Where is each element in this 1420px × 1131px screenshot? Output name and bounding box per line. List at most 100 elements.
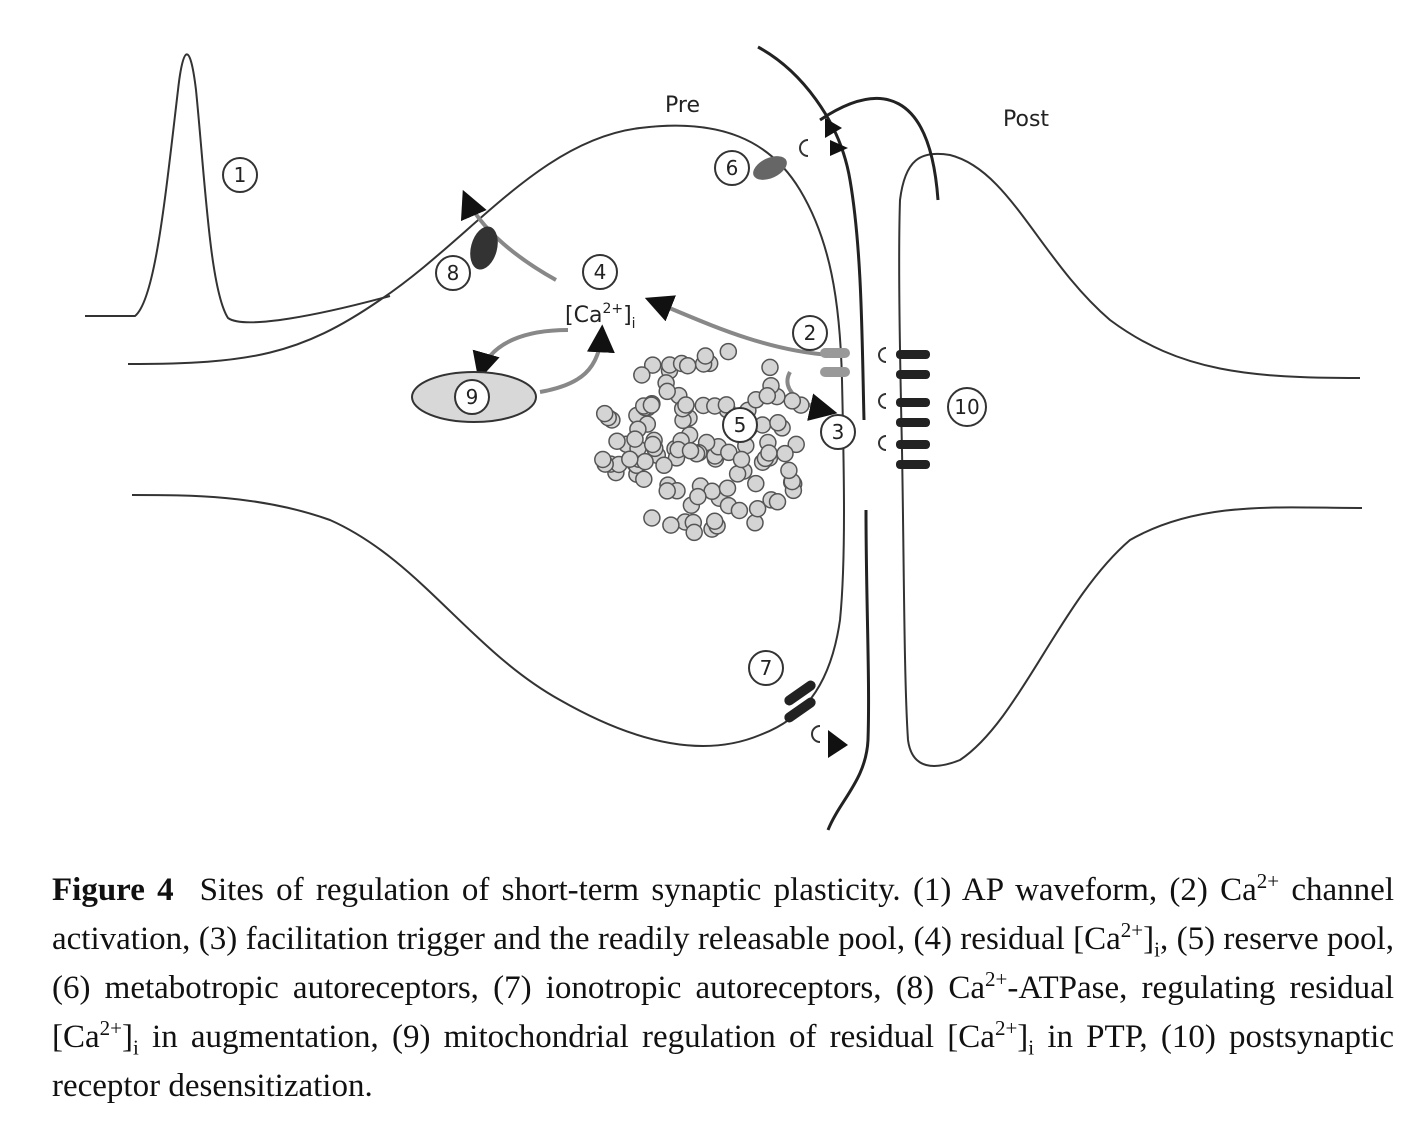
marker-4: 4 (582, 254, 618, 290)
caption-segment: channel activation, (3) facilitation tri… (52, 872, 1394, 957)
vesicle (787, 435, 805, 454)
glial-process-top (757, 45, 866, 421)
vesicle (643, 356, 662, 374)
caption-segment: 2+ (1256, 869, 1280, 893)
caption-segment: ] (1017, 1019, 1029, 1055)
pre-label: Pre (665, 93, 700, 118)
svg-text:4: 4 (594, 260, 607, 284)
vesicle (658, 382, 676, 401)
transmitter-binding-cups (878, 347, 887, 451)
ca-channel (820, 367, 850, 377)
transmitter-release-top (830, 140, 848, 156)
transmitter-release-top (825, 118, 842, 138)
marker-6: 6 (714, 150, 750, 186)
caption-segment: Sites of regulation of short-term synapt… (199, 872, 1257, 908)
figure-label: Figure 4 (52, 872, 174, 908)
vesicle (746, 514, 764, 532)
svg-text:2: 2 (804, 321, 817, 345)
vesicle (643, 509, 661, 527)
svg-text:8: 8 (447, 261, 460, 285)
glial-process-bottom (826, 509, 871, 831)
vesicle (626, 430, 644, 448)
caption-segment: 2+ (994, 1016, 1018, 1040)
caption-segment: i (1154, 937, 1160, 962)
caption-segment: -ATPase, regulating residual [Ca (52, 970, 1394, 1055)
vesicle (621, 450, 639, 468)
vesicle (780, 461, 798, 480)
vesicle (594, 450, 612, 469)
post-label: Post (1003, 107, 1049, 132)
vesicle (678, 356, 697, 375)
vesicle (658, 482, 676, 500)
vesicle (732, 450, 751, 469)
caption-segment: i (133, 1035, 139, 1060)
vesicle (633, 366, 651, 384)
caption-segment: in PTP, (10) postsynaptic receptor desen… (52, 1019, 1394, 1104)
transmitter-release-bottom (828, 730, 848, 758)
vesicle (768, 493, 787, 511)
vesicle (717, 396, 736, 414)
caption-text: Sites of regulation of short-term synapt… (52, 869, 1394, 1105)
vesicle (689, 487, 707, 506)
caption-segment: 2+ (1120, 918, 1144, 942)
svg-text:10: 10 (954, 395, 979, 419)
caption-segment: 2+ (99, 1016, 122, 1040)
ca-concentration-label: [Ca2+]i (565, 301, 636, 332)
vesicle-pool (594, 342, 810, 542)
postsynaptic-receptors (896, 350, 930, 469)
autoreceptor-cup (799, 139, 809, 157)
vesicle (643, 435, 662, 454)
svg-text:6: 6 (726, 156, 739, 180)
vesicle (705, 512, 724, 530)
ionotropic-autoreceptor (784, 680, 816, 706)
autoreceptor-cup (811, 725, 821, 743)
marker-7: 7 (748, 650, 784, 686)
vesicle (595, 404, 614, 423)
caption-segment: ] (122, 1019, 133, 1055)
vesicle (718, 479, 737, 497)
caption-segment: , (5) reserve pool, (6) metabotropic aut… (52, 921, 1394, 1006)
marker-9: 9 (454, 379, 490, 415)
postsynaptic-membrane (898, 152, 1363, 767)
marker-5: 5 (722, 407, 758, 443)
svg-text:1: 1 (234, 163, 247, 187)
svg-text:9: 9 (466, 385, 479, 409)
metabotropic-autoreceptor (753, 156, 787, 180)
marker-2: 2 (792, 315, 828, 351)
vesicle (636, 452, 654, 471)
glial-process-top-right (819, 97, 940, 201)
vesicle (748, 499, 767, 518)
vesicle (730, 501, 749, 520)
ap-waveform (85, 53, 391, 324)
vesicle (719, 342, 738, 361)
svg-text:3: 3 (832, 420, 845, 444)
vesicle (728, 465, 747, 483)
vesicle (642, 396, 661, 414)
synapse-diagram: Pre Post [Ca2+]i 1 2 3 4 5 6 7 8 9 10 (85, 45, 1363, 831)
vesicle (696, 347, 715, 365)
ca-influx-arrow (644, 295, 831, 357)
marker-3: 3 (820, 414, 856, 450)
vesicle (655, 456, 673, 475)
ca-atpase-pump (470, 226, 498, 270)
svg-text:5: 5 (734, 413, 747, 437)
vesicle (635, 470, 653, 488)
figure-caption: Figure 4 Sites of regulation of short-ter… (52, 866, 1394, 1111)
caption-segment: i (1028, 1035, 1035, 1060)
ionotropic-autoreceptor (784, 697, 816, 723)
vesicle (685, 523, 703, 542)
marker-1: 1 (222, 157, 258, 193)
marker-8: 8 (435, 255, 471, 291)
caption-segment: 2+ (985, 967, 1008, 991)
vesicle (760, 444, 778, 462)
atpase-arrow (460, 189, 557, 282)
svg-text:7: 7 (760, 656, 773, 680)
marker-10: 10 (947, 387, 987, 427)
vesicle (761, 358, 779, 377)
caption-segment: in augmentation, (9) mitochondrial regul… (138, 1019, 995, 1055)
mitochondria-to-ca-arrow (539, 324, 615, 394)
vesicle (681, 442, 700, 460)
vesicle (783, 392, 802, 410)
vesicle (776, 444, 794, 463)
vesicle (662, 516, 680, 534)
